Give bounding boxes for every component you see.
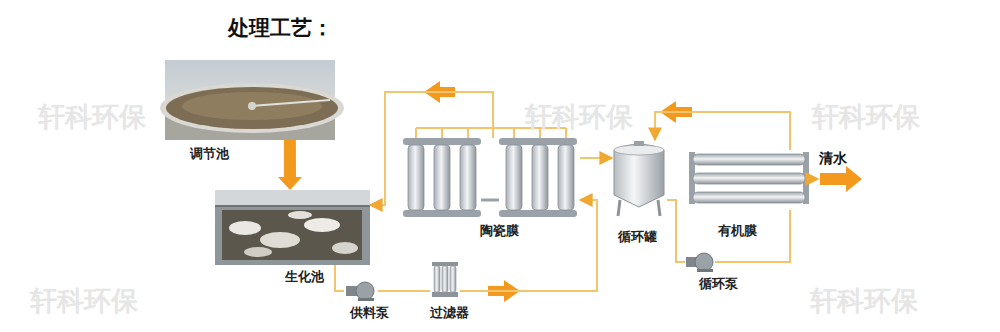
watermark: 轩科环保 [810, 287, 918, 314]
watermark: 轩科环保 [38, 103, 146, 130]
watermark: 轩科环保 [812, 103, 920, 130]
circulation-pump: 循环泵 [685, 252, 715, 272]
flow-connector [715, 210, 790, 262]
flow-arrow [424, 81, 862, 302]
flow-connector [460, 200, 597, 291]
equalization-tank-photo [160, 60, 344, 140]
flow-connector [335, 265, 344, 291]
node-label: 有机膜 [718, 224, 757, 238]
diagram-title: 处理工艺： [228, 17, 333, 40]
node-label: 过滤器 [430, 306, 469, 320]
node-label: 陶瓷膜 [480, 224, 519, 238]
flow-connector [655, 112, 790, 150]
node-label: 供料泵 [350, 306, 389, 320]
organic-membrane-tubes [689, 152, 809, 204]
organic-membrane: 有机膜 [688, 150, 810, 210]
pump-symbol [346, 282, 374, 301]
watermark: 轩科环保 [525, 103, 633, 130]
biochemical-tank: 生化池 [215, 190, 370, 265]
node-label: 循环泵 [699, 277, 738, 291]
ceramic-membrane-columns [403, 128, 577, 217]
node-label: 循环罐 [618, 230, 657, 244]
circulation-tank [614, 141, 664, 216]
filter-symbol [432, 262, 458, 297]
circulation-tank: 循环罐 [612, 140, 667, 217]
flow-connector [810, 178, 818, 180]
ceramic-membrane: 陶瓷膜 [400, 138, 580, 217]
node-label: 清水 [819, 151, 847, 166]
flow-connector [278, 140, 302, 190]
filter: 过滤器 [430, 262, 460, 300]
biochemical-tank-photo [215, 190, 370, 265]
watermark: 轩科环保 [30, 287, 138, 314]
flow-connector [580, 157, 612, 159]
flow-connector [378, 290, 430, 292]
feed-pump: 供料泵 [344, 282, 378, 300]
equalization-tank: 调节池 [165, 60, 335, 140]
clear-water-outlet: 清水 [818, 150, 862, 190]
node-label: 调节池 [190, 147, 229, 161]
node-label: 生化池 [285, 270, 324, 284]
pump-symbol [686, 253, 713, 272]
flow-connector [370, 92, 493, 205]
flow-connector [667, 200, 685, 262]
